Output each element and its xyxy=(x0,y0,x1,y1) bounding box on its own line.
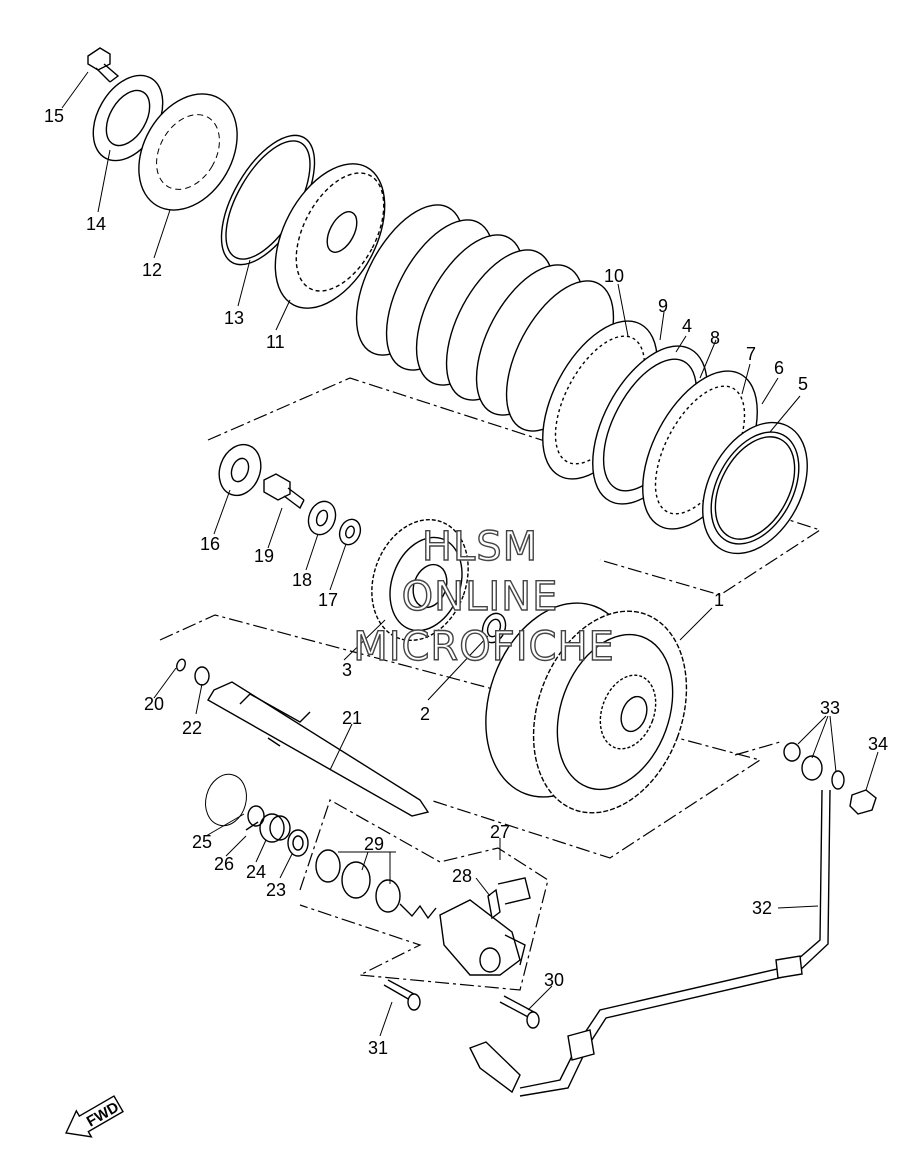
callout-5: 5 xyxy=(798,374,808,394)
part-16-bearing xyxy=(218,443,262,497)
callout-22: 22 xyxy=(182,718,202,738)
fwd-arrow: FWD xyxy=(64,1095,124,1138)
callout-29: 29 xyxy=(364,834,384,854)
part-20-oring xyxy=(176,658,186,672)
part-27-release-cylinder xyxy=(439,899,526,976)
watermark-line-2: ONLINE xyxy=(402,574,559,620)
part-22-ball xyxy=(194,666,210,686)
watermark: HLSM ONLINE MICROFICHE xyxy=(352,523,615,670)
callout-4: 4 xyxy=(682,316,692,336)
callout-2: 2 xyxy=(420,704,430,724)
callout-31: 31 xyxy=(368,1038,388,1058)
part-30-bolt xyxy=(499,995,540,1029)
cylinder-group-outline xyxy=(734,741,781,756)
callout-18: 18 xyxy=(292,570,312,590)
callout-21: 21 xyxy=(342,708,362,728)
part-21-shaft xyxy=(207,681,430,817)
part-29-piston-kit xyxy=(315,849,437,920)
part-32-hose xyxy=(469,789,831,1097)
clutch-plates-group-outline xyxy=(207,377,822,596)
part-15-bolt xyxy=(87,47,120,83)
part-34-banjo-bolt xyxy=(849,789,877,815)
callout-30: 30 xyxy=(544,970,564,990)
part-23-washer xyxy=(287,829,309,857)
callout-32: 32 xyxy=(752,898,772,918)
callout-26: 26 xyxy=(214,854,234,874)
callout-10: 10 xyxy=(604,266,624,286)
callout-20: 20 xyxy=(144,694,164,714)
callout-19: 19 xyxy=(254,546,274,566)
callout-24: 24 xyxy=(246,862,266,882)
callout-6: 6 xyxy=(774,358,784,378)
leader-lines xyxy=(61,71,879,1037)
oring-small xyxy=(247,805,265,827)
callout-3: 3 xyxy=(342,660,352,680)
part-26-pin xyxy=(245,821,259,831)
callout-33: 33 xyxy=(820,698,840,718)
part-3-clutch-boss xyxy=(371,518,469,642)
callout-25: 25 xyxy=(192,832,212,852)
callout-17: 17 xyxy=(318,590,338,610)
part-31-bolt xyxy=(383,979,421,1011)
release-group-outline xyxy=(299,799,549,991)
callout-34: 34 xyxy=(868,734,888,754)
part-24-collar xyxy=(259,813,291,843)
watermark-line-3: MICROFICHE xyxy=(353,624,615,670)
part-19-bolt xyxy=(263,473,305,510)
callout-23: 23 xyxy=(266,880,286,900)
part-1-clutch-housing xyxy=(485,602,688,814)
callout-7: 7 xyxy=(746,344,756,364)
callout-13: 13 xyxy=(224,308,244,328)
part-18-collar xyxy=(307,500,337,536)
callout-28: 28 xyxy=(452,866,472,886)
part-12-disc xyxy=(138,93,238,211)
part-5-ring xyxy=(702,421,808,555)
callout-1: 1 xyxy=(714,590,724,610)
clutch-plate-stack xyxy=(355,204,758,530)
callout-16: 16 xyxy=(200,534,220,554)
callout-27: 27 xyxy=(490,822,510,842)
callout-15: 15 xyxy=(44,106,64,126)
callout-12: 12 xyxy=(142,260,162,280)
part-11-pressure-plate xyxy=(274,163,386,309)
part-33-washers-and-banjo xyxy=(783,742,845,790)
part-28-bleeder xyxy=(487,877,531,920)
watermark-line-1: HLSM xyxy=(422,524,538,570)
part-25-seal xyxy=(205,773,247,827)
part-2-washer xyxy=(481,612,507,644)
callout-11: 11 xyxy=(266,332,285,352)
callout-14: 14 xyxy=(86,214,106,234)
callout-9: 9 xyxy=(658,296,668,316)
part-17-nut xyxy=(338,518,362,546)
callout-8: 8 xyxy=(710,328,720,348)
callout-labels: 1 2 3 4 5 6 7 8 9 10 11 12 13 14 15 16 1… xyxy=(44,106,888,1058)
